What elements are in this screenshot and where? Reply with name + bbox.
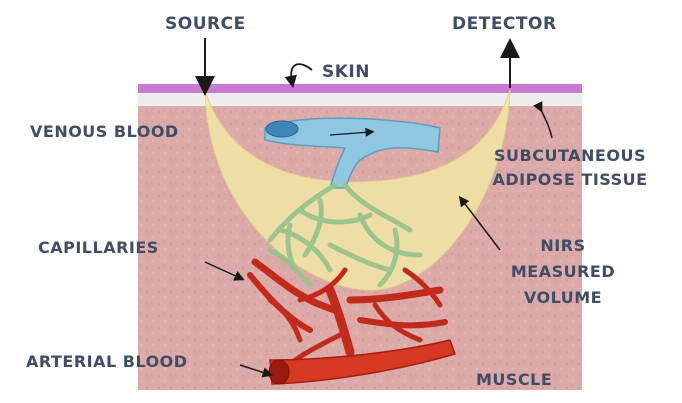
adipose-layer bbox=[138, 92, 582, 106]
muscle-label: MUSCLE bbox=[476, 370, 552, 389]
detector-label: DETECTOR bbox=[452, 14, 557, 34]
venous-blood-label: VENOUS BLOOD bbox=[30, 122, 179, 141]
nirs-label-line2: MEASURED bbox=[498, 262, 628, 281]
arterial-vessel-opening bbox=[269, 360, 289, 384]
source-label: SOURCE bbox=[165, 14, 246, 34]
skin-pointer-arrow bbox=[291, 64, 312, 82]
nirs-label-line3: VOLUME bbox=[498, 288, 628, 307]
capillaries-label: CAPILLARIES bbox=[38, 238, 159, 257]
nirs-label-line1: NIRS bbox=[498, 236, 628, 255]
subcutaneous-label-line2: ADIPOSE TISSUE bbox=[464, 170, 676, 189]
skin-label: SKIN bbox=[322, 62, 370, 82]
arterial-blood-label: ARTERIAL BLOOD bbox=[26, 352, 188, 371]
subcutaneous-label-line1: SUBCUTANEOUS bbox=[464, 146, 676, 165]
